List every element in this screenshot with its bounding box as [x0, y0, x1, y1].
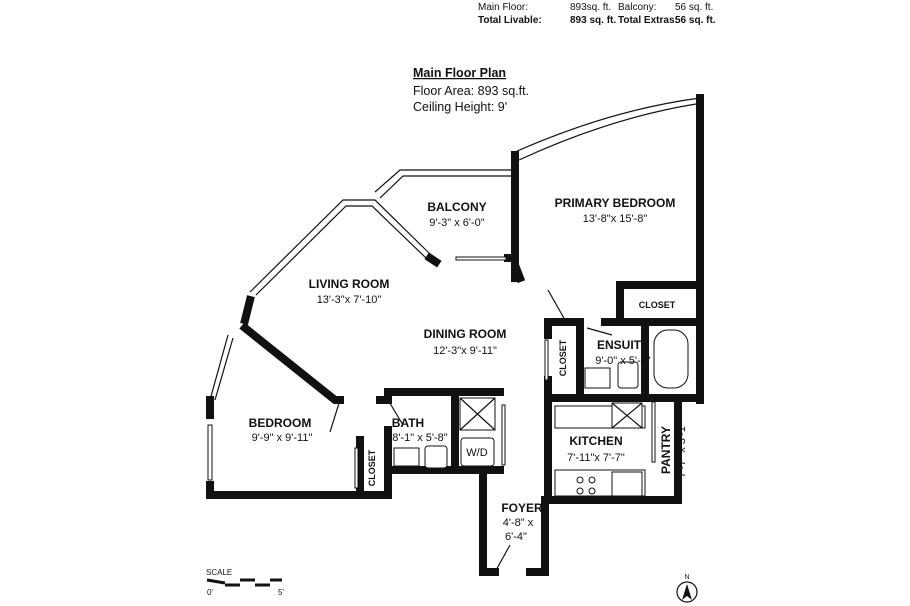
- pantry-right-wall: [656, 394, 682, 504]
- total-livable-label: Total Livable:: [478, 15, 542, 26]
- total-extras-label: Total Extras:: [618, 15, 678, 26]
- bath-wall: [384, 388, 504, 474]
- bedroom-window: [207, 424, 213, 481]
- washer-dryer-label: W/D: [466, 447, 487, 459]
- balcony-area-label: Balcony:: [618, 2, 656, 13]
- bedroom-door-swing: [329, 399, 341, 433]
- balcony-name: BALCONY: [427, 200, 486, 214]
- primary-bedroom-dims: 13'-8"x 15'-8": [583, 213, 648, 225]
- shower-drain-lines: [459, 397, 496, 431]
- fixtures: [329, 256, 689, 573]
- primary-bedroom-window-inner: [518, 103, 697, 161]
- scale-start: 0': [207, 588, 213, 597]
- stove-burner: [576, 487, 584, 495]
- stove-burner: [588, 487, 596, 495]
- balcony-rail-inner: [379, 175, 512, 199]
- primary-closet-wall: [616, 281, 704, 322]
- scale-label: SCALE: [206, 568, 232, 577]
- ensuite-toilet: [617, 361, 639, 389]
- compass-label: N: [684, 574, 689, 581]
- primary-closet-label: CLOSET: [639, 300, 676, 310]
- balcony-right-wall: [504, 254, 519, 282]
- bedroom-closet-door: [354, 447, 359, 489]
- stove-burner: [576, 476, 584, 484]
- living-window-inner: [255, 205, 427, 296]
- kitchen-name: KITCHEN: [569, 434, 622, 448]
- fridge-lines: [611, 402, 643, 429]
- bath-name: BATH: [392, 416, 424, 430]
- pantry-door: [651, 401, 656, 463]
- ensuite-dims: 9'-0" x 5'-2": [595, 355, 651, 367]
- plan-title: Main Floor Plan: [413, 66, 506, 80]
- foyer-left-wall: [479, 466, 499, 576]
- pantry-name: PANTRY: [659, 426, 673, 474]
- kitchen-dims: 7'-11"x 7'-7": [567, 452, 625, 464]
- balcony-rail-outer: [374, 169, 515, 193]
- bath-toilet: [424, 445, 448, 469]
- hall-closet-door: [544, 339, 549, 381]
- bedroom-dims: 9'-9" x 9'-11": [252, 432, 313, 444]
- primary-bedroom-window-outer: [514, 97, 701, 153]
- washer-dryer: [460, 437, 495, 467]
- foyer-dims-line2: 6'-4": [505, 531, 527, 543]
- balcony-dims: 9'-3" x 6'-0": [429, 217, 485, 229]
- primary-bedroom-name: PRIMARY BEDROOM: [555, 196, 676, 210]
- bedroom-name: BEDROOM: [249, 416, 312, 430]
- total-extras-value: 56 sq. ft.: [675, 15, 716, 26]
- bath-sink: [393, 447, 420, 467]
- bedroom-corner-window-inner: [214, 337, 234, 401]
- main-floor-value: 893sq. ft.: [570, 2, 611, 13]
- living-room-dims: 13'-3"x 7'-10": [317, 294, 382, 306]
- scale-ruler: [206, 578, 282, 587]
- bath-dims: 8'-1" x 5'-8": [392, 432, 448, 444]
- scale-end: 5': [278, 588, 284, 597]
- living-room-name: LIVING ROOM: [309, 277, 390, 291]
- dishwasher: [611, 471, 643, 497]
- dining-room-dims: 12'-3"x 9'-11": [433, 345, 497, 357]
- bedroom-corner-window: [209, 334, 229, 401]
- balcony-area-value: 56 sq. ft.: [675, 2, 713, 13]
- primary-door-swing: [547, 289, 566, 321]
- area-summary: Main Floor: 893sq. ft. Balcony: 56 sq. f…: [478, 2, 716, 26]
- main-floor-label: Main Floor:: [478, 2, 528, 13]
- bedroom-diagonal-wall: [239, 322, 344, 404]
- ceiling-height: Ceiling Height: 9': [413, 100, 507, 114]
- balcony-sliding-door: [455, 256, 507, 261]
- wd-door: [501, 404, 506, 466]
- foyer-name: FOYER: [501, 501, 543, 515]
- bedroom-closet-label: CLOSET: [367, 449, 377, 486]
- living-window-outer: [249, 199, 431, 293]
- bath-door-swing: [387, 399, 404, 426]
- bedroom-outer-wall: [206, 396, 392, 499]
- north-arrow-icon: N: [676, 574, 698, 603]
- ensuite-name: ENSUITE: [597, 338, 649, 352]
- entry-door-swing: [494, 544, 511, 573]
- dining-room-name: DINING ROOM: [424, 327, 507, 341]
- balcony-corner: [424, 252, 442, 268]
- pantry-dims: 7'-7" x 3'-1": [676, 422, 688, 478]
- windows: [207, 97, 701, 481]
- foyer-right-wall: [526, 496, 549, 576]
- scale-bar: SCALE 0' 5': [206, 568, 284, 597]
- hall-closet-label: CLOSET: [558, 339, 568, 376]
- floor-area: Floor Area: 893 sq.ft.: [413, 84, 529, 98]
- walls: [206, 94, 704, 576]
- bathtub: [653, 329, 689, 389]
- stove-burner: [588, 476, 596, 484]
- ensuite-door-swing: [586, 327, 613, 336]
- foyer-dims-line1: 4'-8" x: [503, 517, 534, 529]
- living-corner-wall: [240, 295, 255, 325]
- ensuite-sink: [584, 367, 611, 389]
- total-livable-value: 893 sq. ft.: [570, 15, 616, 26]
